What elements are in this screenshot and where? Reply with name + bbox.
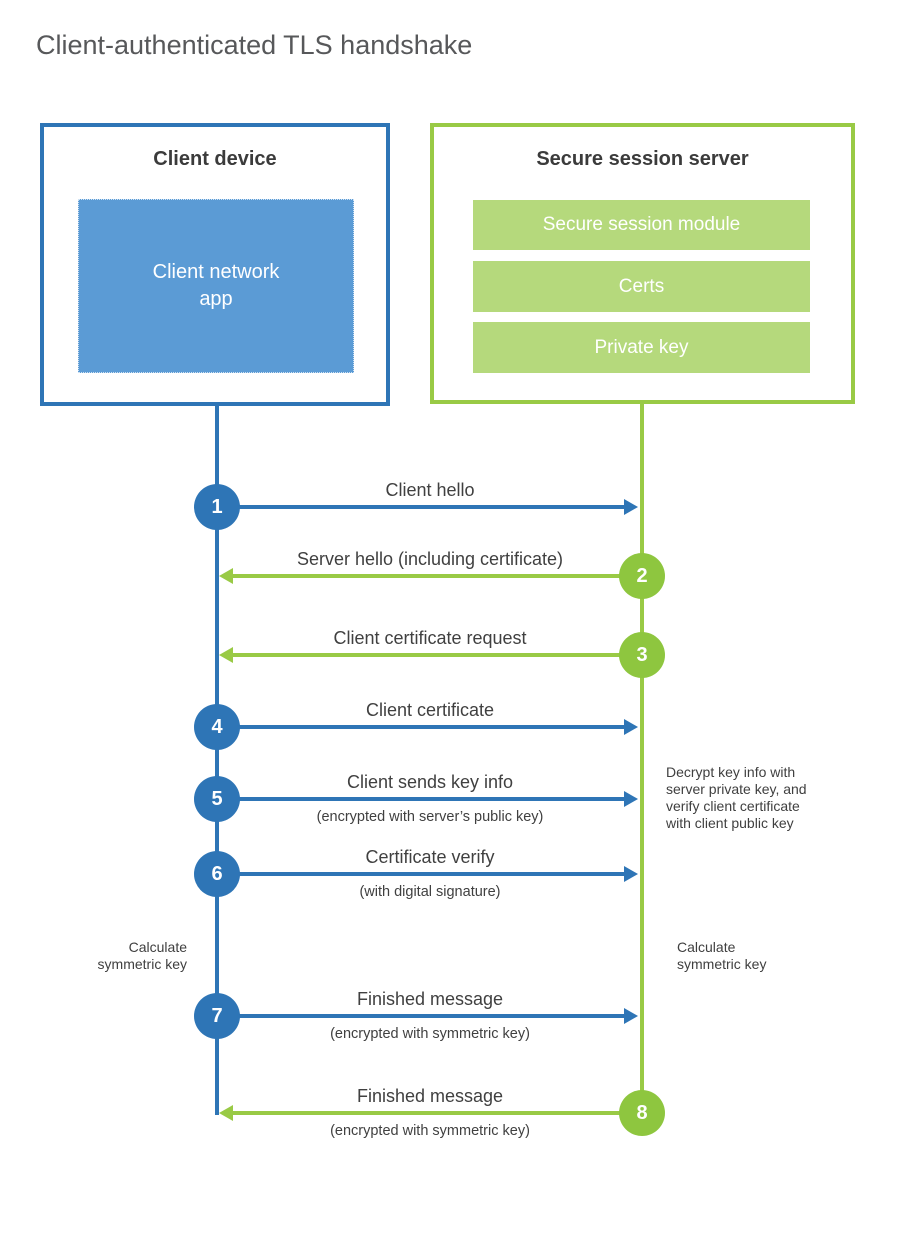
server-module-bar-certs: Certs [473,261,810,312]
step-8-circle: 8 [619,1090,665,1136]
arrowhead-right-icon [624,719,638,735]
step-6-label: Certificate verify [365,847,495,867]
server-module-bar-secure-session-module: Secure session module [473,200,810,250]
client-calc-line2: symmetric key [97,956,187,972]
arrowhead-left-icon [219,647,233,663]
client-network-app-box: Client network app [78,199,354,373]
server-module-bar-private-key: Private key [473,322,810,373]
arrowhead-right-icon [624,499,638,515]
server-calculate-symmetric-key-note: Calculate symmetric key [677,939,807,973]
step-1-arrow [235,499,638,515]
client-calc-line1: Calculate [128,939,187,955]
client-lifeline [215,404,219,1115]
arrowhead-left-icon [219,1105,233,1121]
client-app-label-line1: Client network [152,261,280,283]
step-2-circle: 2 [619,553,665,599]
secure-session-server-title: Secure session server [536,148,749,170]
client-calculate-symmetric-key-note: Calculate symmetric key [57,939,187,973]
server-lifeline [640,402,644,1115]
arrowhead-left-icon [219,568,233,584]
page-title: Client-authenticated TLS handshake [36,30,473,60]
step-4-circle: 4 [194,704,240,750]
step-7-arrow [235,1008,638,1024]
step-4-arrow [235,719,638,735]
step-8-sublabel: (encrypted with symmetric key) [330,1123,530,1139]
server-calc-line2: symmetric key [677,956,767,972]
step-1-label: Client hello [385,480,475,500]
step-2-arrow [219,568,622,584]
step-3-arrow [219,647,622,663]
step-4-label: Client certificate [365,700,495,720]
step-8-arrow [219,1105,622,1121]
server-decrypt-note-line3: verify client certificate [666,798,800,814]
step-8-label: Finished message [356,1086,504,1106]
step-5-circle: 5 [194,776,240,822]
arrowhead-right-icon [624,1008,638,1024]
server-decrypt-note-line2: server private key, and [666,781,807,797]
step-6-circle: 6 [194,851,240,897]
step-3-label: Client certificate request [333,628,527,648]
server-decrypt-note-line1: Decrypt key info with [666,764,796,780]
arrowhead-right-icon [624,866,638,882]
step-5-label: Client sends key info [346,772,514,792]
client-device-title: Client device [153,148,277,170]
client-app-label-line2: app [199,288,233,310]
step-6-sublabel: (with digital signature) [359,884,501,900]
step-7-label: Finished message [356,989,504,1009]
step-6-arrow [235,866,638,882]
server-decrypt-note: Decrypt key info with server private key… [666,764,841,832]
step-1-circle: 1 [194,484,240,530]
step-7-circle: 7 [194,993,240,1039]
step-5-sublabel: (encrypted with server’s public key) [316,809,544,825]
server-calc-line1: Calculate [677,939,736,955]
server-decrypt-note-line4: with client public key [666,815,794,831]
step-7-sublabel: (encrypted with symmetric key) [330,1026,530,1042]
step-3-circle: 3 [619,632,665,678]
step-2-label: Server hello (including certificate) [296,549,564,569]
step-5-arrow [235,791,638,807]
arrowhead-right-icon [624,791,638,807]
